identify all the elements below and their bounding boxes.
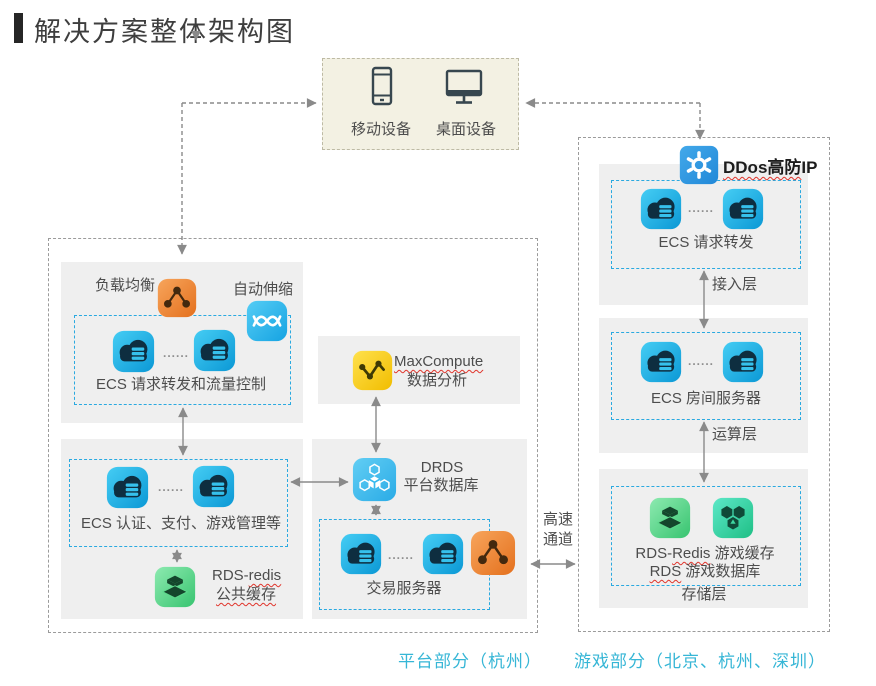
access-layer-label: 接入层 — [712, 276, 758, 293]
drds-label: DRDS — [420, 459, 464, 476]
page-title: 解决方案整体架构图 — [34, 17, 295, 47]
cloud-server-icon — [640, 341, 682, 383]
desktop-device-label: 桌面设备 — [435, 121, 497, 138]
ecs-relay-label: ECS 请求转发 — [658, 234, 754, 251]
maxcompute-label-2: 数据分析 — [407, 372, 468, 389]
auto-scaling-label: 自动伸缩 — [233, 281, 294, 298]
platform-caption: 平台部分（杭州） — [398, 652, 542, 671]
ellipsis-dots: ...... — [687, 201, 715, 215]
redis-label-prefix: RDS- — [212, 567, 249, 584]
ddos-label-rest: IP — [801, 158, 818, 177]
drds-label-2: 平台数据库 — [403, 477, 479, 494]
cache-layers-icon — [154, 566, 196, 608]
trade-server-label: 交易服务器 — [366, 580, 442, 597]
rds-game-db-label: RDS 游戏数据库 — [650, 563, 761, 581]
maxcompute-label-wavy: MaxCompute — [394, 353, 484, 370]
ddos-label-wavy: DDos高防 — [723, 158, 802, 177]
storage-label-wavy: Redis — [672, 545, 711, 562]
cloud-server-icon — [192, 465, 235, 508]
rds-redis-game-cache-label: RDS-Redis 游戏缓存 — [635, 545, 774, 563]
redis-label-wavy: redis — [248, 567, 282, 584]
auto-scaling-wave-icon — [246, 300, 288, 342]
load-balancer-icon — [157, 278, 197, 318]
redis-cache-label: RDS-redis — [212, 567, 281, 585]
compute-layer-label: 运算层 — [712, 426, 758, 443]
redis-cache-label-2: 公共缓存 — [216, 586, 276, 604]
ecs-room-label: ECS 房间服务器 — [650, 390, 762, 407]
phone-icon — [358, 62, 406, 110]
load-balancer-label: 负载均衡 — [95, 277, 156, 294]
ecs-room-group — [611, 332, 801, 420]
cloud-server-icon — [112, 330, 155, 373]
ecs-forward-label: ECS 请求转发和流量控制 — [95, 376, 267, 393]
client-devices-group — [322, 58, 519, 150]
storage-layer-panel — [599, 469, 808, 608]
hexagon-db-icon — [712, 497, 754, 539]
channel-label-2: 通道 — [542, 531, 574, 548]
ellipsis-dots: ...... — [687, 354, 715, 368]
ellipsis-dots: ...... — [157, 480, 185, 494]
cloud-server-icon — [106, 466, 149, 509]
ellipsis-dots: ...... — [162, 346, 190, 360]
maxcompute-label: MaxCompute — [394, 353, 483, 371]
chart-line-icon — [352, 350, 393, 391]
cloud-server-icon — [640, 188, 682, 230]
channel-label: 高速 — [542, 511, 574, 528]
hexagon-cluster-icon — [352, 457, 397, 502]
cloud-server-icon — [422, 533, 464, 575]
mobile-device-label: 移动设备 — [350, 121, 412, 138]
cloud-server-icon — [722, 341, 764, 383]
maxcompute-panel — [318, 336, 520, 404]
load-balancer-icon — [470, 530, 516, 576]
ellipsis-dots: ...... — [387, 548, 415, 562]
redis-label2-wavy: 公共缓存 — [216, 586, 277, 603]
ddos-label: DDos高防IP — [723, 153, 817, 178]
storage-label2-rest: 游戏数据库 — [681, 563, 761, 580]
ecs-auth-group — [69, 459, 288, 547]
cloud-server-icon — [193, 329, 236, 372]
cloud-server-icon — [722, 188, 764, 230]
storage-layer-label: 存储层 — [681, 586, 727, 603]
ecs-auth-label: ECS 认证、支付、游戏管理等 — [80, 515, 282, 532]
rds-storage-group — [611, 486, 801, 586]
monitor-icon — [440, 62, 488, 110]
cloud-server-icon — [340, 533, 382, 575]
storage-label-rest: 游戏缓存 — [710, 545, 775, 562]
platform-region-outline — [48, 238, 538, 633]
gear-shield-icon — [679, 145, 719, 185]
storage-label2-wavy: RDS — [649, 563, 682, 580]
drds-trade-panel — [312, 439, 527, 619]
cache-layers-icon — [649, 497, 691, 539]
game-caption: 游戏部分（北京、杭州、深圳） — [574, 652, 826, 671]
title-accent-bar — [14, 13, 23, 43]
storage-label-prefix: RDS- — [635, 545, 673, 562]
